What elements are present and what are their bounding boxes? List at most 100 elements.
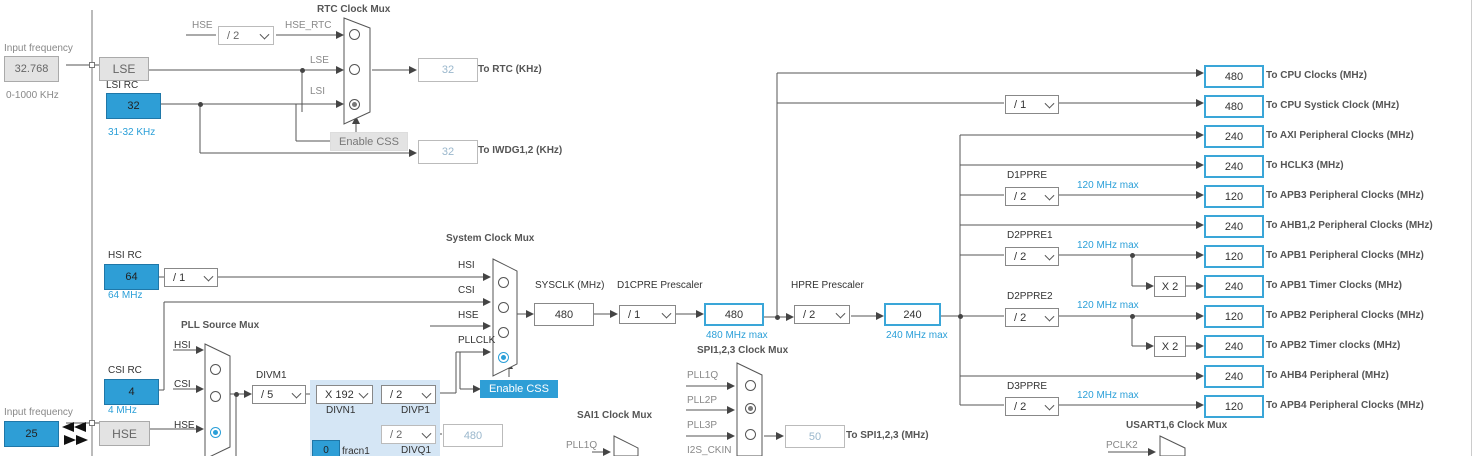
divm1-select[interactable]: / 5 — [252, 385, 306, 404]
sysmux-radio-csi[interactable] — [498, 302, 509, 313]
systick-divider-select[interactable]: / 1 — [1005, 95, 1059, 114]
sysmux-input-hsi: HSI — [458, 260, 475, 271]
divq1-select[interactable]: / 2 — [381, 425, 436, 444]
hsi-rc-value[interactable]: 64 — [104, 264, 159, 290]
spi-radio-pll1q[interactable] — [745, 380, 756, 391]
axi-value[interactable]: 240 — [1204, 125, 1264, 148]
divm1-label: DIVM1 — [256, 370, 287, 381]
hclk-value[interactable]: 240 — [884, 303, 941, 326]
ahb12-label: To AHB1,2 Peripheral Clocks (MHz) — [1266, 220, 1433, 231]
divn1-select[interactable]: X 192 — [316, 385, 373, 404]
d2ppre2-label: D2PPRE2 — [1007, 291, 1053, 302]
d1ppre-select[interactable]: / 2 — [1005, 187, 1059, 206]
chevron-down-icon — [1044, 250, 1055, 261]
junction-node — [958, 314, 963, 319]
apb3-value[interactable]: 120 — [1204, 185, 1264, 208]
apb1-label: To APB1 Peripheral Clocks (MHz) — [1266, 250, 1424, 261]
sysclk-value: 480 — [534, 303, 594, 326]
rtc-lse-label: LSE — [310, 55, 329, 66]
rtc-clock-mux-title: RTC Clock Mux — [317, 4, 391, 15]
iwdg-output-value: 32 — [418, 140, 478, 164]
hpre-prescaler-select[interactable]: / 2 — [794, 305, 850, 324]
hse-input-frequency-field[interactable]: 25 — [4, 421, 59, 447]
divn1-label: DIVN1 — [326, 405, 356, 416]
d2ppre1-label: D2PPRE1 — [1007, 230, 1053, 241]
spi-radio-pll3p[interactable] — [745, 429, 756, 440]
sysmux-radio-pllclk[interactable] — [498, 352, 509, 363]
hsi-divider-select[interactable]: / 1 — [164, 268, 218, 287]
rtc-mux-radio-hse[interactable] — [349, 29, 360, 40]
cpu-clock-value[interactable]: 480 — [704, 303, 764, 326]
hse-oscillator-box[interactable]: HSE — [99, 421, 150, 446]
ahb12-value[interactable]: 240 — [1204, 215, 1264, 238]
csi-range-label: 4 MHz — [108, 405, 137, 416]
spi-output-value: 50 — [785, 425, 845, 448]
rtc-enable-css-button[interactable]: Enable CSS — [330, 132, 408, 151]
sysmux-radio-hse[interactable] — [498, 327, 509, 338]
apb1-timer-value[interactable]: 240 — [1204, 275, 1264, 298]
cpu-clocks-value[interactable]: 480 — [1204, 65, 1264, 88]
pll-radio-hsi[interactable] — [210, 364, 221, 375]
pll-input-hsi: HSI — [174, 340, 191, 351]
lse-oscillator-box[interactable]: LSE — [99, 57, 149, 81]
hse-rtc-label: HSE_RTC — [285, 20, 332, 31]
sysmux-input-pllclk: PLLCLK — [458, 335, 496, 346]
hpre-prescaler-label: HPRE Prescaler — [791, 280, 864, 291]
hclk3-value[interactable]: 240 — [1204, 155, 1264, 178]
d1cpre-prescaler-value: / 1 — [628, 308, 641, 321]
chevron-down-icon — [1044, 400, 1055, 411]
lsi-rc-label: LSI RC — [106, 80, 139, 91]
hpre-prescaler-value: / 2 — [803, 308, 816, 321]
spi-radio-pll2p[interactable] — [745, 403, 756, 414]
apb1-value[interactable]: 120 — [1204, 245, 1264, 268]
chevron-down-icon — [259, 29, 270, 40]
spi-output-label: To SPI1,2,3 (MHz) — [846, 430, 929, 441]
systick-label: To CPU Systick Clock (MHz) — [1266, 100, 1400, 111]
divn1-value: X 192 — [325, 388, 354, 401]
hsi-range-label: 64 MHz — [108, 290, 143, 301]
system-enable-css-button[interactable]: Enable CSS — [480, 380, 558, 398]
d3ppre-max-label: 120 MHz max — [1077, 390, 1139, 401]
apb4-value[interactable]: 120 — [1204, 395, 1264, 418]
divm1-value: / 5 — [261, 388, 274, 401]
d2ppre2-value: / 2 — [1014, 311, 1027, 324]
junction-node — [300, 68, 305, 73]
sysmux-radio-hsi[interactable] — [498, 277, 509, 288]
rtc-mux-radio-lse[interactable] — [349, 64, 360, 75]
d2ppre2-select[interactable]: / 2 — [1005, 308, 1059, 327]
lsi-rc-value[interactable]: 32 — [106, 93, 161, 119]
d1cpre-prescaler-select[interactable]: / 1 — [619, 305, 676, 324]
csi-rc-value[interactable]: 4 — [104, 379, 159, 405]
junction-node — [1130, 253, 1135, 258]
hclk-max-label: 240 MHz max — [886, 330, 948, 341]
divp1-select[interactable]: / 2 — [381, 385, 436, 404]
systick-divider-value: / 1 — [1014, 98, 1027, 111]
usart-mux-shape — [1159, 435, 1186, 456]
right-edge-divider — [1471, 0, 1472, 456]
pll-radio-csi[interactable] — [210, 391, 221, 402]
chevron-down-icon — [661, 308, 672, 319]
axi-label: To AXI Peripheral Clocks (MHz) — [1266, 130, 1414, 141]
apb1-timer-label: To APB1 Timer Clocks (MHz) — [1266, 280, 1402, 291]
rtc-lsi-label: LSI — [310, 86, 326, 97]
spi-clock-mux-title: SPI1,2,3 Clock Mux — [697, 345, 789, 356]
pll-radio-hse[interactable] — [210, 427, 221, 438]
hse-rtc-divider-select[interactable]: / 2 — [218, 26, 274, 45]
d3ppre-value: / 2 — [1014, 400, 1027, 413]
d2ppre1-select[interactable]: / 2 — [1005, 247, 1059, 266]
systick-value[interactable]: 480 — [1204, 95, 1264, 118]
lse-input-frequency-field[interactable]: 32.768 — [4, 56, 59, 82]
connector-square — [89, 62, 95, 68]
divq1-value: / 2 — [390, 428, 403, 441]
apb1-timer-multiplier: X 2 — [1154, 276, 1186, 297]
apb2-timer-value[interactable]: 240 — [1204, 335, 1264, 358]
chevron-down-icon — [1044, 311, 1055, 322]
hse-input-frequency-label: Input frequency — [4, 407, 73, 418]
rtc-mux-radio-lsi[interactable] — [349, 99, 360, 110]
apb2-value[interactable]: 120 — [1204, 305, 1264, 328]
sysclk-label: SYSCLK (MHz) — [535, 280, 605, 291]
ahb4-value[interactable]: 240 — [1204, 365, 1264, 388]
fracn1-value[interactable]: 0 — [312, 440, 340, 456]
d3ppre-select[interactable]: / 2 — [1005, 397, 1059, 416]
